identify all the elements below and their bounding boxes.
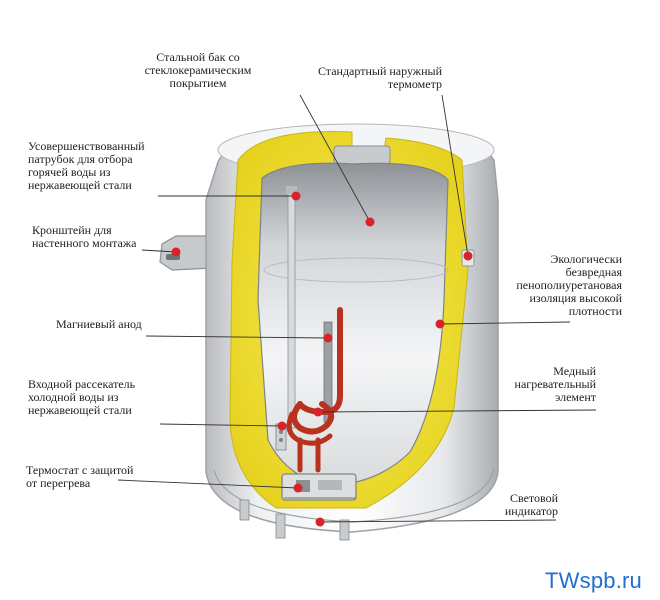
marker-insulation [435, 319, 445, 329]
label-indicator: Световой индикатор [504, 491, 558, 518]
label-insulation: Экологически безвредная пенополиуретанов… [516, 252, 622, 318]
label-thermostat: Термостат с защитой от перегрева [26, 463, 134, 490]
hot-water-pipe [286, 186, 297, 429]
leader-lines [117, 94, 597, 523]
label-anode: Магниевый анод [56, 317, 142, 331]
marker-cold-inlet [277, 421, 287, 431]
label-hot-water-pipe: Усовершенствованный патрубок для отбора … [28, 139, 145, 192]
marker-thermostat [293, 483, 303, 493]
label-thermometer: Стандартный наружный термометр [317, 64, 442, 91]
marker-thermometer [463, 251, 473, 261]
marker-heating-element [313, 407, 323, 417]
marker-anode [323, 333, 333, 343]
markers [171, 191, 473, 527]
label-heating-element: Медный нагревательный элемент [514, 364, 596, 404]
label-bracket: Кронштейн для настенного монтажа [32, 223, 137, 250]
marker-indicator [315, 517, 325, 527]
label-cold-water-inlet: Входной рассекатель холодной воды из нер… [28, 377, 136, 417]
marker-bracket [171, 247, 181, 257]
bottom-fittings [239, 499, 350, 541]
marker-hot-pipe [291, 191, 301, 201]
watermark: TWspb.ru [545, 568, 642, 593]
thermostat [281, 473, 357, 501]
label-tank: Стальной бак со стеклокерамическим покры… [144, 50, 252, 90]
marker-tank [365, 217, 375, 227]
